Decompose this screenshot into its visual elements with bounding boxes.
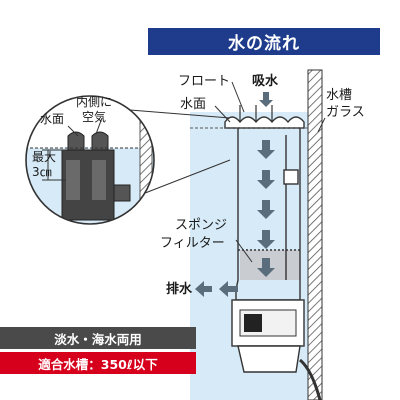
flow-arrow-1	[257, 140, 275, 159]
filter-body	[235, 120, 301, 301]
detail-water-surface: 水面	[40, 112, 65, 126]
outlet-arrow-outer	[195, 281, 212, 297]
flow-arrows	[195, 92, 275, 297]
badge-fresh-salt: 淡水・海水両用	[0, 327, 196, 349]
label-tank-glass-2: ガラス	[326, 105, 365, 120]
label-sponge-1: スポンジ	[175, 218, 228, 233]
lens-connector-bottom	[139, 159, 231, 196]
label-water-surface: 水面	[180, 97, 207, 112]
lens-connector-top	[129, 109, 231, 119]
power-cable	[298, 358, 322, 400]
label-float: フロート	[178, 74, 231, 89]
intake-arrow	[259, 92, 273, 107]
detail-inner-air-2: 空気	[82, 110, 107, 124]
label-sponge-2: フィルター	[160, 236, 225, 251]
badge-tank-capacity: 適合水槽：350ℓ以下	[0, 352, 196, 374]
detail-max-2: 3㎝	[32, 165, 52, 179]
motor-housing	[231, 299, 305, 373]
outlet-arrow-inner	[219, 281, 238, 297]
label-outlet: 排水	[166, 282, 193, 297]
detail-lens-ring	[25, 95, 155, 225]
label-tank-glass-1: 水槽	[326, 88, 353, 103]
flow-arrow-5	[257, 258, 275, 277]
leader-lines	[214, 81, 326, 263]
label-intake: 吸水	[252, 74, 279, 89]
float	[224, 105, 305, 129]
flow-arrow-2	[257, 170, 275, 189]
section-title: 水の流れ	[148, 28, 380, 55]
flow-arrow-3	[257, 200, 275, 219]
flow-arrow-4	[257, 230, 275, 249]
detail-inner-air-1: 内側に	[76, 95, 113, 109]
tank-glass	[307, 69, 323, 400]
detail-max-1: 最大	[32, 150, 57, 164]
